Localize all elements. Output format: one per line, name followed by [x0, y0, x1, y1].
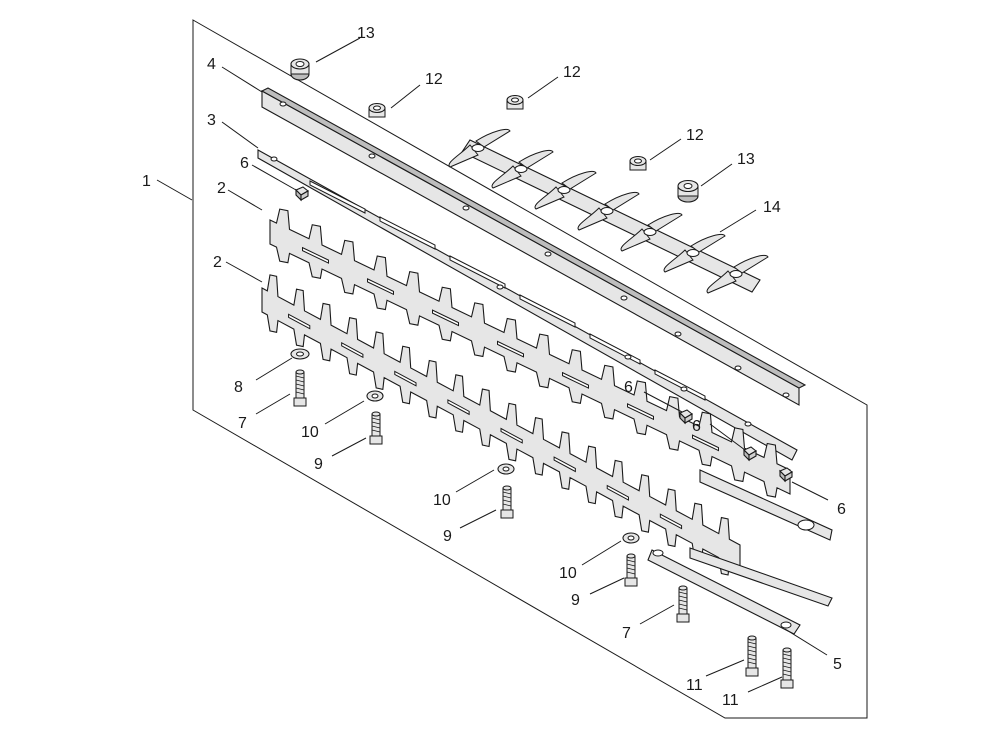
- spacer-6-a: [295, 186, 309, 202]
- callout-13-a: 13: [357, 25, 375, 42]
- bolt-11-b: [780, 647, 794, 689]
- callout-13-b: 13: [737, 151, 755, 168]
- callout-10-c: 10: [559, 565, 577, 582]
- callout-10-b: 10: [433, 492, 451, 509]
- lower-blade-strip: [689, 469, 833, 607]
- callout-6-mid: 6: [624, 379, 633, 396]
- bolt-7-right: [676, 585, 690, 623]
- bolt-7-left: [293, 369, 307, 407]
- callout-12-b: 12: [563, 64, 581, 81]
- washer-10-b: [497, 463, 515, 475]
- part-14-blade-guard: [448, 128, 769, 294]
- nut-12-middle: [506, 94, 524, 110]
- leader-lines: [156, 37, 829, 693]
- callout-4: 4: [207, 56, 216, 73]
- callout-11-a: 11: [686, 677, 703, 694]
- callout-12-a: 12: [425, 71, 443, 88]
- nut-13-top: [290, 58, 310, 81]
- bolt-9-b: [500, 485, 514, 519]
- bolt-9-c: [624, 553, 638, 587]
- bolt-9-a: [369, 411, 383, 445]
- callout-12-c: 12: [686, 127, 704, 144]
- part-2-upper-blade: [269, 208, 791, 498]
- part-3-slotted-bar: [257, 149, 798, 461]
- bolt-11-a: [745, 635, 759, 677]
- nut-13-right: [677, 179, 699, 203]
- assembly-frame: [192, 19, 868, 719]
- callout-10-a: 10: [301, 424, 319, 441]
- nut-12-right: [629, 155, 647, 171]
- callout-14: 14: [763, 199, 781, 216]
- callout-3: 3: [207, 112, 216, 129]
- washer-10-a: [366, 390, 384, 402]
- callout-11-b: 11: [722, 692, 739, 709]
- callouts: 1 2 2 3 4 5 6 6 6 6 7 7 8 9 9 9 10 10 10…: [142, 25, 846, 709]
- washer-8: [290, 348, 310, 360]
- callout-9-b: 9: [443, 528, 452, 545]
- callout-5: 5: [833, 656, 842, 673]
- callout-9-c: 9: [571, 592, 580, 609]
- callout-2-lower: 2: [213, 254, 222, 271]
- spacer-6-b: [679, 409, 693, 425]
- callout-7-right: 7: [622, 625, 631, 642]
- callout-6-top: 6: [240, 155, 249, 172]
- callout-9-a: 9: [314, 456, 323, 473]
- spacer-6-d: [779, 467, 793, 483]
- part-4-top-bar: [260, 87, 807, 406]
- spacer-6-c: [743, 446, 757, 462]
- callout-6-right: 6: [837, 501, 846, 518]
- callout-8: 8: [234, 379, 243, 396]
- callout-6-mid2: 6: [692, 418, 701, 435]
- nut-12-left: [368, 102, 386, 118]
- callout-7-left: 7: [238, 415, 247, 432]
- callout-2-upper: 2: [217, 180, 226, 197]
- callout-1: 1: [142, 173, 151, 190]
- washer-10-c: [622, 532, 640, 544]
